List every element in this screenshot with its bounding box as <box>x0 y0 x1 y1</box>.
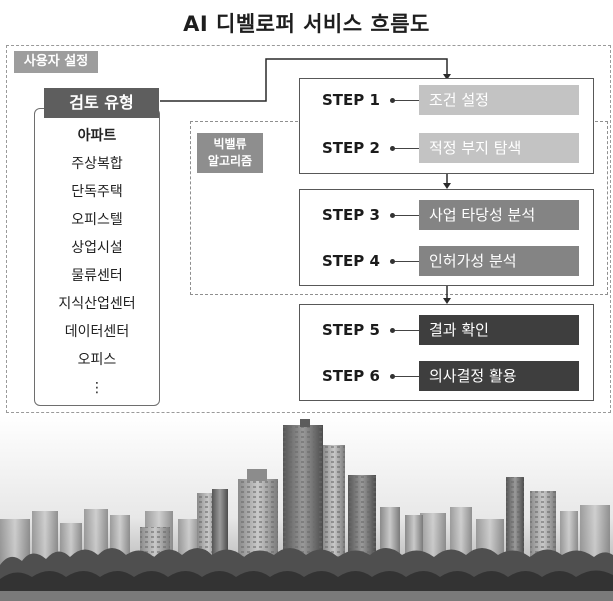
step-3-box: 사업 타당성 분석 <box>419 200 579 230</box>
review-type-item: 주상복합 <box>71 156 123 172</box>
dot-icon <box>390 259 395 264</box>
review-type-item: 데이터센터 <box>64 324 130 340</box>
review-type-item: 아파트 <box>77 128 117 144</box>
user-settings-tag: 사용자 설정 <box>14 51 98 73</box>
review-type-item: ⋮ <box>90 380 104 396</box>
review-type-box <box>34 108 160 406</box>
step-2-box: 적정 부지 탐색 <box>419 133 579 163</box>
user-settings-zone <box>6 45 611 413</box>
review-type-item: 지식산업센터 <box>58 296 136 312</box>
step-3-label: STEP 3 <box>322 206 380 224</box>
review-type-item: 상업시설 <box>71 240 123 256</box>
review-type-item: 오피스텔 <box>71 212 123 228</box>
step-6-connector <box>391 376 419 377</box>
review-type-heading: 검토 유형 <box>44 88 159 118</box>
dot-icon <box>390 98 395 103</box>
step-4-label: STEP 4 <box>322 252 380 270</box>
connector-review-to-step1 <box>160 58 448 102</box>
diagram-title: AI 디벨로퍼 서비스 흐름도 <box>183 12 430 36</box>
step-1-box: 조건 설정 <box>419 85 579 115</box>
step-6-box: 의사결정 활용 <box>419 361 579 391</box>
step-4-connector <box>391 261 419 262</box>
algorithm-tag-line1: 빅밸류 <box>213 137 247 151</box>
step-4-box: 인허가성 분석 <box>419 246 579 276</box>
dot-icon <box>390 374 395 379</box>
review-type-item: 단독주택 <box>71 184 123 200</box>
step-5-connector <box>391 330 419 331</box>
dot-icon <box>390 328 395 333</box>
city-skyline-image <box>0 415 613 601</box>
arrow-head-icon <box>443 298 451 304</box>
dot-icon <box>390 213 395 218</box>
review-type-list: 아파트 주상복합 단독주택 오피스텔 상업시설 물류센터 지식산업센터 데이터센… <box>34 122 160 402</box>
algorithm-tag-line2: 알고리즘 <box>207 154 253 168</box>
step-2-connector <box>391 148 419 149</box>
step-2-label: STEP 2 <box>322 139 380 157</box>
dot-icon <box>390 146 395 151</box>
step-6-label: STEP 6 <box>322 367 380 385</box>
step-3-connector <box>391 215 419 216</box>
algorithm-tag: 빅밸류 알고리즘 <box>197 133 263 173</box>
arrow-head-icon <box>443 74 451 80</box>
review-type-item: 오피스 <box>77 352 117 368</box>
step-1-connector <box>391 100 419 101</box>
step-1-label: STEP 1 <box>322 91 380 109</box>
step-5-label: STEP 5 <box>322 321 380 339</box>
review-type-item: 물류센터 <box>71 268 123 284</box>
arrow-head-icon <box>443 183 451 189</box>
step-5-box: 결과 확인 <box>419 315 579 345</box>
